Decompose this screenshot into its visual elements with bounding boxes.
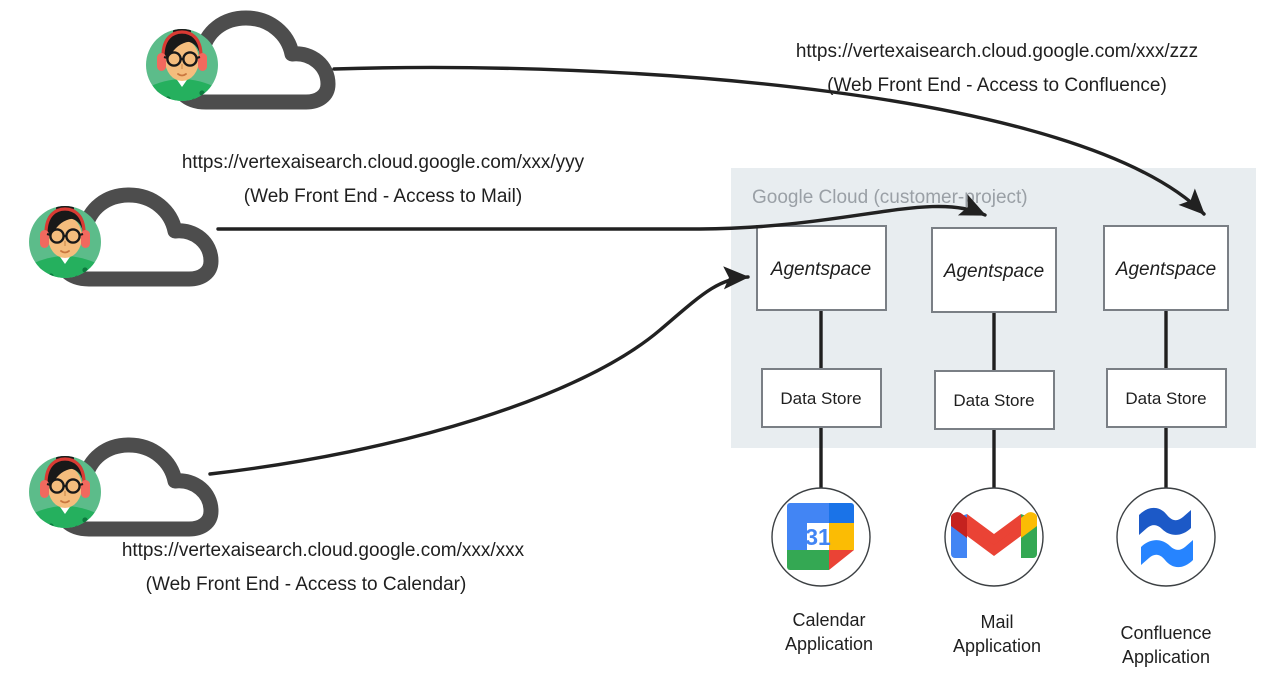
datastore-box-mail[interactable] [934, 370, 1055, 430]
app-label-calendar-line2: Application [785, 634, 873, 654]
user-group-confluence [146, 18, 1206, 216]
user-group-mail [29, 194, 987, 282]
flow-arrow-confluence [332, 65, 1206, 216]
google-cloud-container-label: Google Cloud (customer-project) [752, 187, 1028, 208]
app-label-confluence-line1: Confluence [1120, 623, 1211, 643]
agentspace-box-calendar[interactable] [756, 225, 887, 311]
google-calendar-icon: 31 [787, 503, 854, 570]
datastore-box-calendar[interactable] [761, 368, 882, 428]
agentspace-label-confluence: Agentspace [1115, 259, 1216, 280]
agentspace-box-mail[interactable] [931, 227, 1057, 313]
agentspace-label-calendar: Agentspace [770, 259, 871, 280]
datastore-label-calendar: Data Store [780, 389, 861, 408]
endpoint-description-calendar: (Web Front End - Access to Calendar) [146, 574, 467, 595]
endpoint-label-calendar: https://vertexaisearch.cloud.google.com/… [122, 540, 525, 595]
flow-arrow-calendar [208, 266, 750, 476]
column-confluence: Agentspace Data Store Confluence Applica… [1103, 225, 1229, 667]
endpoint-description-confluence: (Web Front End - Access to Confluence) [827, 75, 1167, 96]
endpoint-label-mail: https://vertexaisearch.cloud.google.com/… [182, 152, 585, 207]
endpoint-url-mail: https://vertexaisearch.cloud.google.com/… [182, 152, 585, 173]
column-mail: Agentspace Data Store Mail Application [931, 227, 1057, 656]
datastore-label-mail: Data Store [953, 391, 1034, 410]
agentspace-label-mail: Agentspace [943, 261, 1044, 282]
app-label-mail-line2: Application [953, 636, 1041, 656]
endpoint-description-mail: (Web Front End - Access to Mail) [244, 186, 522, 207]
datastore-label-confluence: Data Store [1125, 389, 1206, 408]
agentspace-box-confluence[interactable] [1103, 225, 1229, 311]
flow-arrow-mail [216, 194, 987, 231]
app-label-mail-line1: Mail [980, 612, 1013, 632]
app-label-confluence-line2: Application [1122, 647, 1210, 667]
column-calendar: Agentspace Data Store 31 Calendar Applic… [756, 225, 887, 654]
datastore-box-confluence[interactable] [1106, 368, 1227, 428]
gmail-icon [950, 512, 1038, 558]
calendar-icon-day-number: 31 [805, 524, 831, 550]
endpoint-label-confluence: https://vertexaisearch.cloud.google.com/… [796, 41, 1198, 96]
confluence-icon [1139, 507, 1193, 568]
app-circle-confluence[interactable] [1116, 487, 1216, 587]
endpoint-url-calendar: https://vertexaisearch.cloud.google.com/… [122, 540, 525, 561]
user-group-calendar [29, 266, 750, 532]
app-label-calendar-line1: Calendar [792, 610, 865, 630]
endpoint-url-confluence: https://vertexaisearch.cloud.google.com/… [796, 41, 1198, 62]
